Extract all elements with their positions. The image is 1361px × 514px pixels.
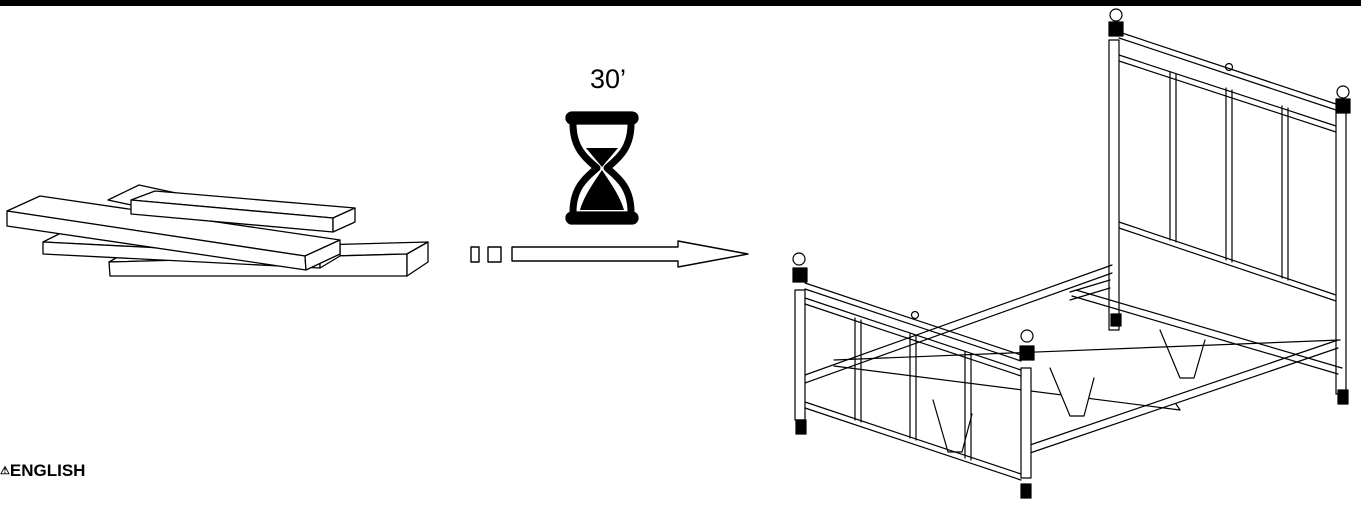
side-rails <box>804 264 1343 454</box>
support-slats <box>833 279 1341 453</box>
footboard <box>792 252 1035 499</box>
arrow-right-icon <box>470 240 749 268</box>
hourglass-icon <box>565 111 639 225</box>
stacked-boards <box>6 184 429 277</box>
assembled-bed-frame <box>792 8 1351 499</box>
warning-triangle-icon: ⚠ <box>0 465 10 477</box>
language-text: ENGLISH <box>9 461 86 480</box>
headboard <box>1108 8 1351 405</box>
top-rule <box>0 0 1361 6</box>
board-top <box>130 190 356 233</box>
board-long <box>6 195 341 271</box>
drying-time-label: 30’ <box>589 64 627 94</box>
language-label: ⚠ENGLISH <box>0 461 85 481</box>
